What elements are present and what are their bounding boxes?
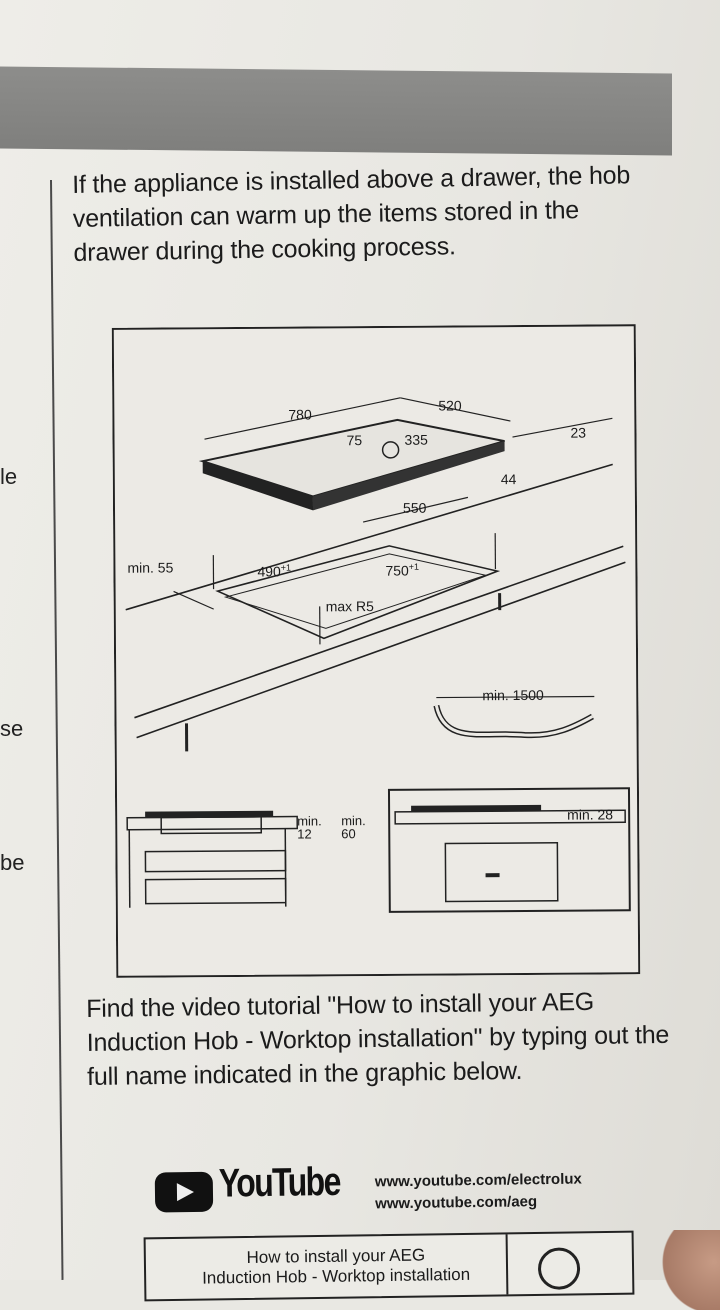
youtube-urls: www.youtube.com/electrolux www.youtube.c… (375, 1169, 583, 1216)
youtube-wordmark: YouTube (219, 1160, 341, 1207)
youtube-url-aeg[interactable]: www.youtube.com/aeg (375, 1191, 582, 1216)
label-cutout-width: 750+1 (385, 562, 419, 579)
drawer-warning-paragraph: If the appliance is installed above a dr… (72, 158, 654, 270)
finger-photo-artifact (660, 1230, 720, 1310)
video-search-box[interactable]: How to install your AEG Induction Hob - … (144, 1231, 635, 1302)
section-side (129, 830, 130, 908)
youtube-url-electrolux[interactable]: www.youtube.com/electrolux (375, 1169, 582, 1194)
label-cutout-front: 550 (403, 500, 426, 516)
label-cable-length: min. 1500 (482, 687, 544, 703)
video-box-divider (506, 1234, 509, 1294)
label-front-offset: 75 (346, 432, 362, 448)
edge-fragment: le (0, 464, 17, 490)
label-gap-60: min.60 (341, 814, 366, 840)
video-search-text: How to install your AEG Induction Hob - … (166, 1244, 507, 1289)
section-header-bar (0, 66, 672, 155)
label-position-ref: 335 (404, 432, 427, 448)
oven-handle (486, 873, 500, 877)
oven-section-hob (411, 805, 541, 812)
youtube-play-icon (155, 1172, 214, 1213)
installation-diagram: 780 520 23 75 335 44 550 min. 55 490+1 7… (112, 324, 641, 978)
label-gap-oven: min. 28 (567, 806, 613, 822)
label-gap-12: min.12 (297, 814, 322, 840)
label-min-55: min. 55 (127, 559, 173, 575)
label-hob-width: 780 (288, 406, 311, 422)
diagram-svg (112, 324, 641, 978)
youtube-block: YouTube www.youtube.com/electrolux www.y… (155, 1160, 656, 1227)
label-corner-radius: max R5 (326, 598, 374, 614)
section-side (285, 829, 286, 907)
label-hob-thickness: 23 (570, 425, 586, 441)
label-cutout-depth: 490+1 (257, 563, 291, 580)
label-hob-depth: 520 (438, 397, 461, 413)
search-icon[interactable] (538, 1247, 581, 1290)
label-back-offset: 44 (501, 471, 517, 487)
edge-fragment: be (0, 850, 24, 876)
edge-fragment: se (0, 716, 23, 742)
tutorial-paragraph: Find the video tutorial "How to install … (86, 984, 687, 1094)
